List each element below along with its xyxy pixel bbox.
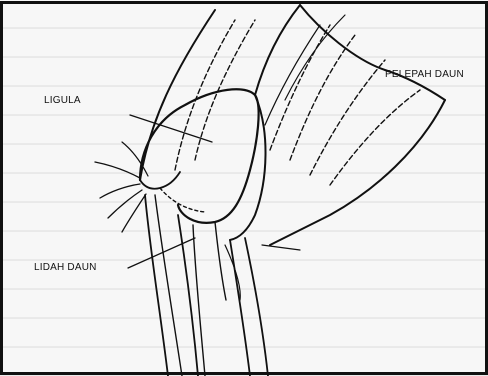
label-ligula: LIGULA xyxy=(44,95,81,106)
sheath-outline xyxy=(95,5,445,376)
label-pelepah-daun: PELEPAH DAUN xyxy=(385,69,464,80)
label-lidah-daun: LIDAH DAUN xyxy=(34,262,97,273)
